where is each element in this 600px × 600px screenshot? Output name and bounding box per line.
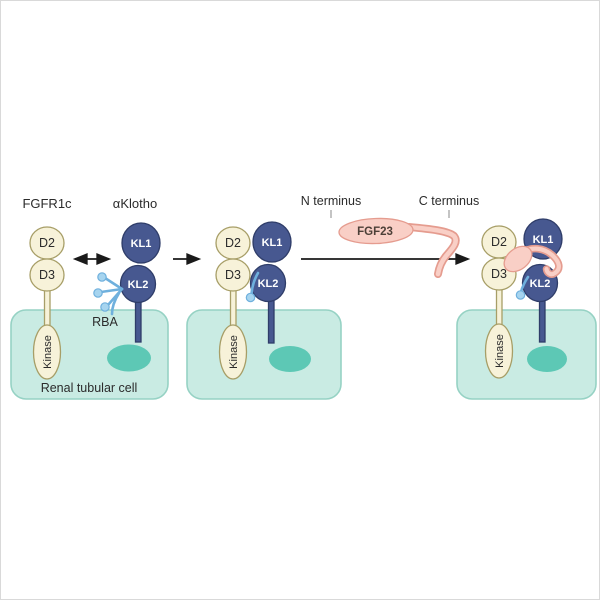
- klotho-stalk: [538, 299, 546, 343]
- d3-label: D3: [491, 267, 507, 281]
- renal-tubular-cell: [456, 309, 597, 400]
- d3-label: D3: [39, 268, 55, 282]
- rba-branch: [106, 287, 124, 307]
- d2-label: D2: [39, 236, 55, 250]
- klotho-stalk: [267, 298, 275, 344]
- kinase-domain: [484, 323, 514, 379]
- d3-label: D3: [225, 268, 241, 282]
- kl1-domain: [121, 222, 161, 264]
- klotho-label: αKlotho: [113, 196, 157, 211]
- rba-dot: [100, 302, 110, 312]
- fgf23-tail-fill: [406, 224, 458, 277]
- fgf23-molecule: N terminus C terminus FGF23: [301, 194, 479, 278]
- d2-label: D2: [225, 236, 241, 250]
- fgf23-label: FGF23: [357, 226, 393, 238]
- rba-branch: [103, 276, 124, 291]
- c-terminus-label: C terminus: [419, 194, 479, 208]
- nucleus: [269, 346, 311, 372]
- rba-dot: [515, 290, 526, 300]
- kinase-label: Kinase: [42, 335, 54, 369]
- panel-left: Renal tubular cell Kinase D2 D3 FGFR1c K…: [10, 196, 169, 400]
- fgf23-bound-tail-fill: [518, 246, 561, 277]
- nucleus: [107, 344, 151, 372]
- renal-cell-label: Renal tubular cell: [41, 381, 138, 395]
- fgfr1c-label: FGFR1c: [22, 196, 72, 211]
- kl2-domain: [249, 263, 287, 303]
- rba-branch: [99, 287, 124, 294]
- d3-domain: [215, 258, 251, 292]
- rba-arm: [515, 275, 530, 300]
- kl2-label: KL2: [530, 278, 551, 290]
- kl2-domain: [119, 264, 157, 304]
- kl1-domain: [252, 221, 292, 263]
- n-terminus-label: N terminus: [301, 194, 361, 208]
- kinase-domain: [218, 324, 248, 380]
- d3-domain: [29, 258, 65, 292]
- renal-tubular-cell: [186, 309, 342, 400]
- kl2-label: KL2: [128, 279, 149, 291]
- rba-stem: [250, 271, 260, 296]
- kl1-label: KL1: [131, 238, 152, 250]
- klotho-stalk: [134, 299, 142, 343]
- rba-dot: [245, 292, 256, 303]
- kinase-label: Kinase: [494, 334, 506, 368]
- fgf23-bound-body: [503, 245, 533, 273]
- kl1-label: KL1: [533, 234, 554, 246]
- fgfr1c-stalk: [43, 286, 51, 330]
- rba-label: RBA: [92, 315, 118, 329]
- rba-arm: [245, 271, 260, 303]
- fgfr1c-stalk: [495, 286, 503, 330]
- kl1-label: KL1: [262, 237, 283, 249]
- rba-dot: [97, 272, 107, 282]
- panel-middle: Kinase D2 D3 KL1 KL2: [186, 221, 342, 400]
- fgf23-body: [338, 217, 414, 245]
- panel-right: Kinase D2 D3 KL1 KL2: [456, 218, 597, 400]
- kinase-label: Kinase: [228, 335, 240, 369]
- fgf23-bound: [503, 244, 563, 278]
- kinase-domain: [32, 324, 62, 380]
- d2-label: D2: [491, 235, 507, 249]
- nucleus: [527, 346, 567, 372]
- kl2-label: KL2: [258, 278, 279, 290]
- rba-dot: [93, 288, 103, 298]
- fgfr1c-stalk: [229, 286, 237, 330]
- rba-arm: [93, 272, 124, 316]
